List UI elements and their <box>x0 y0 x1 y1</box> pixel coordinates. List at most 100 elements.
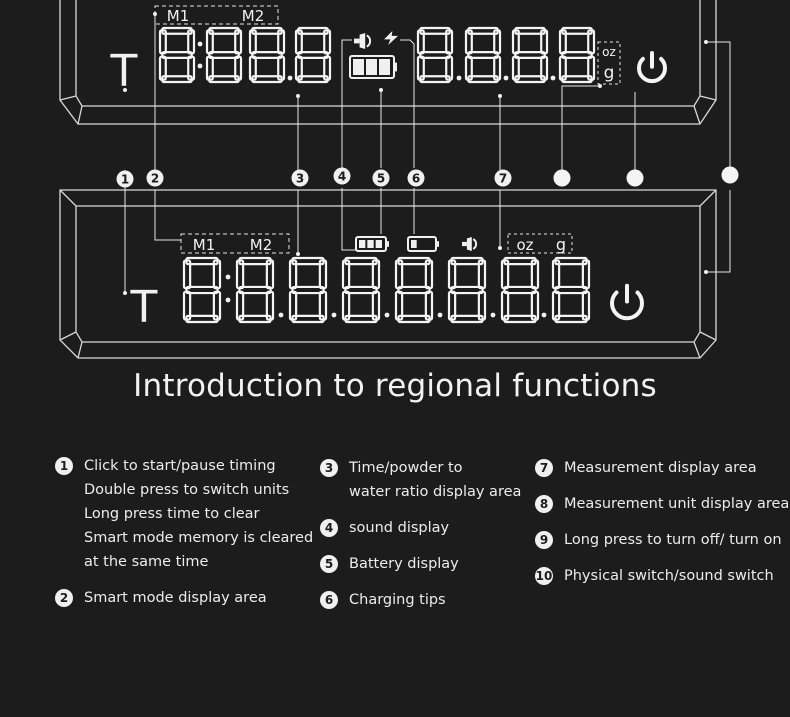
top-time-digit-1 <box>158 26 196 84</box>
bottom-decimal-3 <box>384 312 390 318</box>
bottom-colon-dot-upper <box>225 274 231 280</box>
legend-number-2: 2 <box>55 589 73 607</box>
legend-8-line-1: Measurement unit display area <box>564 496 790 512</box>
bottom-digit-2 <box>235 256 275 324</box>
legend-item-8: 8 Measurement unit display area <box>535 492 789 516</box>
legend-column-1: 1 Click to start/pause timing Double pre… <box>55 454 313 610</box>
leader-end-dot-7 <box>498 246 502 250</box>
bottom-digit-8 <box>551 256 591 324</box>
legend-1-line-3: Long press time to clear <box>84 506 260 522</box>
callout-number-2: 2 <box>151 172 159 186</box>
legend-item-9: 9 Long press to turn off/ turn on <box>535 528 789 552</box>
callout-marker-10 <box>721 166 739 184</box>
callout-number-4: 4 <box>338 170 346 184</box>
leader-end-dot-11 <box>704 270 708 274</box>
legend-item-4: 4 sound display <box>320 516 521 540</box>
top-weight-decimal-1 <box>456 75 462 81</box>
leader-end-dot-3 <box>153 12 157 16</box>
leader-6 <box>400 39 415 234</box>
leader-end-dot-5 <box>296 252 300 256</box>
leader-end-dot-6 <box>498 94 502 98</box>
callout-number-3: 3 <box>296 172 304 186</box>
bottom-display-bevel <box>59 189 717 359</box>
top-sound-icon <box>354 33 372 49</box>
legend-1-line-1: Click to start/pause timing <box>84 458 276 474</box>
legend-number-6: 6 <box>320 591 338 609</box>
callout-marker-4 <box>333 167 351 185</box>
top-time-digit-2 <box>205 26 243 84</box>
callout-number-7: 7 <box>499 172 507 186</box>
callout-number-5: 5 <box>377 172 385 186</box>
callout-marker-1 <box>116 170 134 188</box>
bottom-decimal-1 <box>278 312 284 318</box>
top-weight-digit-2 <box>464 26 502 84</box>
callout-marker-3 <box>291 169 309 187</box>
top-mode-m2-label: M2 <box>242 7 265 25</box>
callout-number-6: 6 <box>412 172 420 186</box>
bottom-decimal-5 <box>490 312 496 318</box>
legend-number-8: 8 <box>535 495 553 513</box>
bottom-digit-4 <box>341 256 381 324</box>
top-weight-decimal-3 <box>550 75 556 81</box>
bottom-power-icon <box>610 283 644 321</box>
legend-item-3: 3 Time/powder to water ratio display are… <box>320 456 521 504</box>
callout-number-1: 1 <box>121 173 129 187</box>
top-time-digit-3 <box>248 26 286 84</box>
bottom-decimal-4 <box>437 312 443 318</box>
bottom-battery-low-icon <box>407 236 439 252</box>
leader-end-dot-1 <box>123 88 127 92</box>
callout-marker-8 <box>553 169 571 187</box>
legend-7-line-1: Measurement display area <box>564 460 757 476</box>
top-unit-g-label: g <box>604 63 615 83</box>
top-battery-icon <box>349 55 397 79</box>
legend-3-line-1: Time/powder to <box>349 460 463 476</box>
leader-end-dot-2 <box>123 291 127 295</box>
bottom-unit-g-label: g <box>556 235 566 254</box>
legend-item-7: 7 Measurement display area <box>535 456 789 480</box>
callout-marker-6 <box>407 169 425 187</box>
top-time-digit-4 <box>294 26 332 84</box>
bottom-digit-1 <box>182 256 222 324</box>
legend-4-line-1: sound display <box>349 520 450 536</box>
bottom-digit-6 <box>447 256 487 324</box>
legend-1-line-4: Smart mode memory is cleared <box>84 530 314 546</box>
legend-item-5: 5 Battery display <box>320 552 521 576</box>
leader-end-dot-9 <box>598 84 602 88</box>
legend-column-2: 3 Time/powder to water ratio display are… <box>320 456 521 612</box>
top-unit-box <box>597 41 621 85</box>
legend-6-line-1: Charging tips <box>349 592 446 608</box>
bottom-display-inner-frame <box>75 205 701 343</box>
leader-4 <box>341 39 356 251</box>
top-weight-digit-3 <box>511 26 549 84</box>
bottom-time-symbol: T <box>130 282 158 333</box>
bottom-colon-dot-lower <box>225 297 231 303</box>
legend-10-line-1: Physical switch/sound switch <box>564 568 774 584</box>
top-weight-decimal-2 <box>503 75 509 81</box>
top-weight-digit-4 <box>558 26 596 84</box>
legend-column-3: 7 Measurement display area 8 Measurement… <box>535 456 789 588</box>
top-unit-oz-label: oz <box>602 45 616 59</box>
legend-number-4: 4 <box>320 519 338 537</box>
callout-number-9: 9 <box>631 205 639 219</box>
legend-number-10: 10 <box>535 567 553 585</box>
legend-1-line-2: Double press to switch units <box>84 482 290 498</box>
top-display-outer-frame <box>59 0 717 125</box>
legend-9-line-1: Long press to turn off/ turn on <box>564 532 782 548</box>
leader-2 <box>154 14 181 241</box>
legend-5-line-1: Battery display <box>349 556 459 572</box>
top-power-icon <box>637 51 667 84</box>
legend-3-line-2: water ratio display area <box>349 484 522 500</box>
bottom-digit-5 <box>394 256 434 324</box>
bottom-sound-icon <box>462 237 478 251</box>
callout-marker-2 <box>146 169 164 187</box>
leader-end-dot-4 <box>296 94 300 98</box>
bottom-unit-oz-label: oz <box>516 236 533 254</box>
callout-number-10: 10 <box>722 202 737 216</box>
callout-marker-9 <box>626 169 644 187</box>
legend-number-9: 9 <box>535 531 553 549</box>
top-time-symbol: T <box>110 46 138 97</box>
legend-item-1: 1 Click to start/pause timing Double pre… <box>55 454 313 574</box>
legend-item-6: 6 Charging tips <box>320 588 521 612</box>
callout-number-8: 8 <box>558 205 566 219</box>
